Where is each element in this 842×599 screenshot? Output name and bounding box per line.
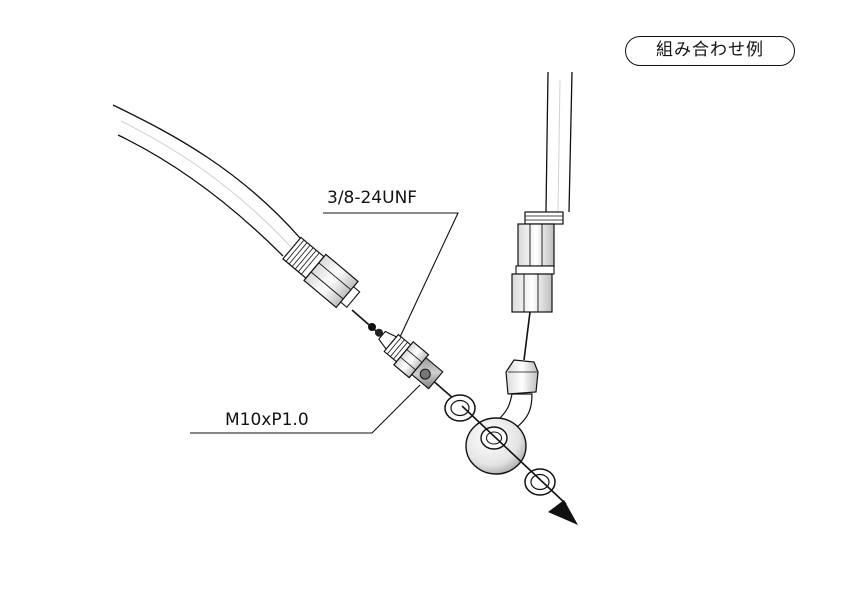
crush-washer-2 [480,426,508,450]
direction-arrow-icon [548,500,578,525]
left-hose-fitting [282,236,361,309]
thread-spec-unf-label: 3/8-24UNF [327,188,418,208]
thread-spec-metric-label: M10xP1.0 [225,410,309,430]
callout-leaders [190,212,459,434]
assembly-axis-right [523,311,531,361]
adapter-tip-dot [368,323,376,331]
crush-washer-1 [444,394,476,422]
right-hose-fitting [511,211,564,313]
combination-example-badge: 組み合わせ例 [625,36,795,66]
banjo-fitting [465,359,539,475]
right-hose [545,71,573,213]
crush-washer-3 [524,468,556,496]
adapter-fitting [375,328,444,390]
left-hose [112,104,301,257]
assembly-axis-lower [461,405,567,505]
